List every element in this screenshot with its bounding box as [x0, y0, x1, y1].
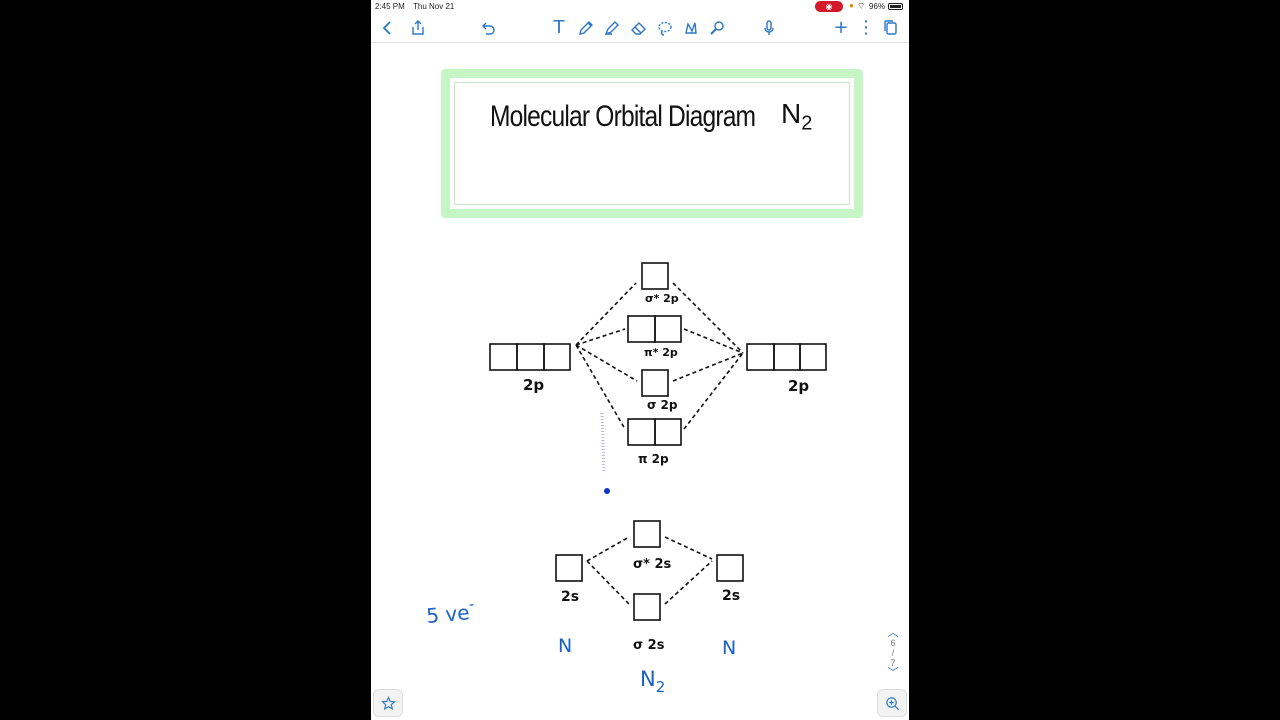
pi-2p-label: π 2p: [638, 452, 669, 466]
page-separator: /: [891, 648, 895, 658]
page-total: 7: [890, 658, 896, 668]
pi-star-2p-box-1: [627, 315, 656, 343]
zoom-button[interactable]: [877, 689, 907, 717]
text-tool-icon[interactable]: T: [553, 17, 565, 38]
add-page-icon[interactable]: +: [833, 17, 849, 38]
eraser-icon[interactable]: [628, 18, 650, 38]
screen-recording-icon[interactable]: ◉: [815, 1, 843, 12]
zoom-in-icon: [885, 696, 899, 710]
title-box: Molecular Orbital Diagram N2: [441, 69, 863, 218]
molecule-element: N: [640, 667, 656, 691]
toolbar: T + ⋮: [371, 14, 909, 43]
page-indicator: ︿ 6 / 7 ﹀: [883, 627, 903, 679]
right-2s-label: 2s: [722, 588, 740, 604]
right-atom-label: N: [722, 637, 736, 659]
sigma-2s-label: σ 2s: [633, 638, 665, 653]
wifi-icon: ⌔: [857, 1, 866, 11]
sigma-2p-label: σ 2p: [647, 398, 678, 412]
pi-star-2p-box-2: [654, 315, 682, 343]
right-2p-label: 2p: [788, 377, 809, 395]
sigma-2p-box: [641, 369, 669, 397]
back-icon[interactable]: [377, 18, 399, 38]
left-2p-box-2: [516, 343, 545, 371]
battery-icon: [888, 3, 903, 10]
sigma-2s-box: [633, 593, 661, 621]
pi-2p-box-1: [627, 418, 656, 446]
more-icon[interactable]: ⋮: [857, 17, 875, 38]
note-formula: N2: [781, 98, 812, 136]
page-up-icon[interactable]: ︿: [887, 627, 899, 639]
right-2p-box-2: [773, 343, 801, 371]
star-icon: [380, 695, 396, 710]
sigma-star-2p-box: [641, 262, 669, 290]
laser-pointer-icon[interactable]: [706, 18, 728, 38]
microphone-icon[interactable]: [758, 18, 780, 38]
formula-subscript: 2: [801, 112, 813, 135]
pi-2p-box-2: [654, 418, 682, 446]
favorite-button[interactable]: [373, 689, 403, 717]
valence-superscript: -: [468, 595, 475, 613]
left-2p-label: 2p: [523, 376, 544, 394]
left-2p-box-3: [543, 343, 571, 371]
title-box-inner: [454, 82, 850, 205]
ipad-screen: 2:45 PM Thu Nov 21 ◉ ● ⌔ 96% T: [371, 0, 909, 720]
left-atom-label: N: [558, 635, 572, 657]
valence-electron-note: 5 ve-: [425, 595, 476, 628]
sigma-star-2s-box: [633, 520, 661, 548]
mo-diagram: 2p 2p σ* 2p π* 2p σ 2p π 2p σ* 2s σ 2s 2…: [425, 262, 827, 696]
left-2s-box: [555, 554, 583, 582]
valence-text: 5 ve: [425, 600, 470, 628]
shapes-icon[interactable]: [680, 18, 702, 38]
cursor-dot: [604, 488, 610, 494]
pi-star-2p-label: π* 2p: [644, 346, 678, 359]
molecule-label: N2: [640, 667, 665, 696]
right-2p-box-1: [746, 343, 775, 371]
left-2p-box-1: [489, 343, 518, 371]
formula-element: N: [781, 98, 802, 129]
pages-icon[interactable]: [880, 18, 902, 38]
undo-icon[interactable]: [477, 18, 499, 38]
right-2p-box-3: [799, 343, 827, 371]
right-2s-box: [716, 554, 744, 582]
lasso-icon[interactable]: [654, 18, 676, 38]
pen-icon[interactable]: [575, 18, 597, 38]
left-2s-label: 2s: [561, 589, 579, 605]
note-title: Molecular Orbital Diagram: [490, 100, 756, 133]
sigma-star-2p-label: σ* 2p: [645, 292, 679, 305]
status-bar: 2:45 PM Thu Nov 21 ◉ ● ⌔ 96%: [371, 0, 909, 13]
location-icon: ●: [849, 1, 854, 10]
molecule-subscript: 2: [656, 678, 666, 696]
page-current: 6: [890, 638, 896, 648]
pencil-trace: [600, 412, 606, 474]
status-time: 2:45 PM: [375, 2, 405, 11]
connector-lines: [575, 282, 744, 605]
battery-percentage: 96%: [869, 2, 886, 11]
status-date: Thu Nov 21: [413, 2, 455, 11]
sigma-star-2s-label: σ* 2s: [633, 557, 671, 572]
page-down-icon[interactable]: ﹀: [887, 667, 899, 679]
share-icon[interactable]: [407, 18, 429, 38]
note-canvas[interactable]: Molecular Orbital Diagram N2: [371, 43, 909, 720]
highlighter-icon[interactable]: [601, 18, 623, 38]
